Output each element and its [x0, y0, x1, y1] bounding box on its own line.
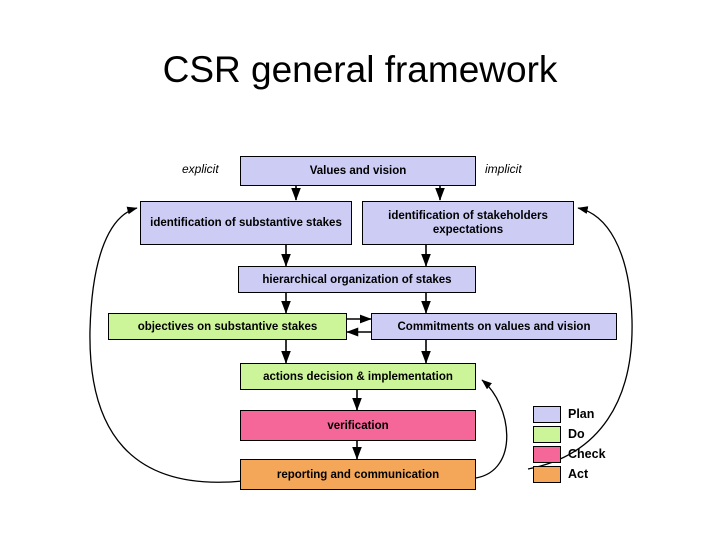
legend-item-do: Do [533, 424, 653, 444]
legend-label: Plan [568, 407, 595, 421]
legend-label: Check [568, 447, 606, 461]
legend-swatch-plan-icon [533, 405, 561, 423]
node-label: reporting and communication [276, 468, 440, 481]
connector-reporting-to-actions [475, 379, 508, 479]
node-identification-substantive-stakes[interactable]: identification of substantive stakes [140, 201, 352, 245]
legend-swatch-check-icon [533, 445, 561, 463]
label-implicit: implicit [485, 162, 522, 176]
node-verification[interactable]: verification [240, 410, 476, 441]
page-title: CSR general framework [162, 49, 558, 90]
legend-item-plan: Plan [533, 404, 653, 424]
node-label: objectives on substantive stakes [137, 320, 318, 333]
node-objectives-on-substantive-stakes[interactable]: objectives on substantive stakes [108, 313, 347, 340]
connector-reporting-to-substantive-loop [89, 206, 244, 483]
legend-item-act: Act [533, 464, 653, 484]
node-values-and-vision[interactable]: Values and vision [240, 156, 476, 186]
node-label: verification [327, 419, 389, 432]
node-label: identification of stakeholders expectati… [388, 210, 548, 236]
node-reporting-and-communication[interactable]: reporting and communication [240, 459, 476, 490]
legend-label: Act [568, 467, 589, 481]
legend-label: Do [568, 427, 585, 441]
node-identification-stakeholders-expectations[interactable]: identification of stakeholders expectati… [362, 201, 574, 245]
node-hierarchical-organization-of-stakes[interactable]: hierarchical organization of stakes [238, 266, 476, 293]
node-label: hierarchical organization of stakes [262, 273, 452, 286]
label-explicit: explicit [182, 162, 219, 176]
node-label: Commitments on values and vision [397, 320, 591, 333]
node-actions-decision-implementation[interactable]: actions decision & implementation [240, 363, 476, 390]
node-commitments-on-values-and-vision[interactable]: Commitments on values and vision [371, 313, 617, 340]
legend: Plan Do Check Act [533, 404, 653, 484]
node-label: actions decision & implementation [263, 370, 453, 383]
legend-swatch-act-icon [533, 465, 561, 483]
node-label: identification of substantive stakes [150, 217, 342, 229]
node-label: Values and vision [309, 165, 407, 177]
legend-swatch-do-icon [533, 425, 561, 443]
legend-item-check: Check [533, 444, 653, 464]
